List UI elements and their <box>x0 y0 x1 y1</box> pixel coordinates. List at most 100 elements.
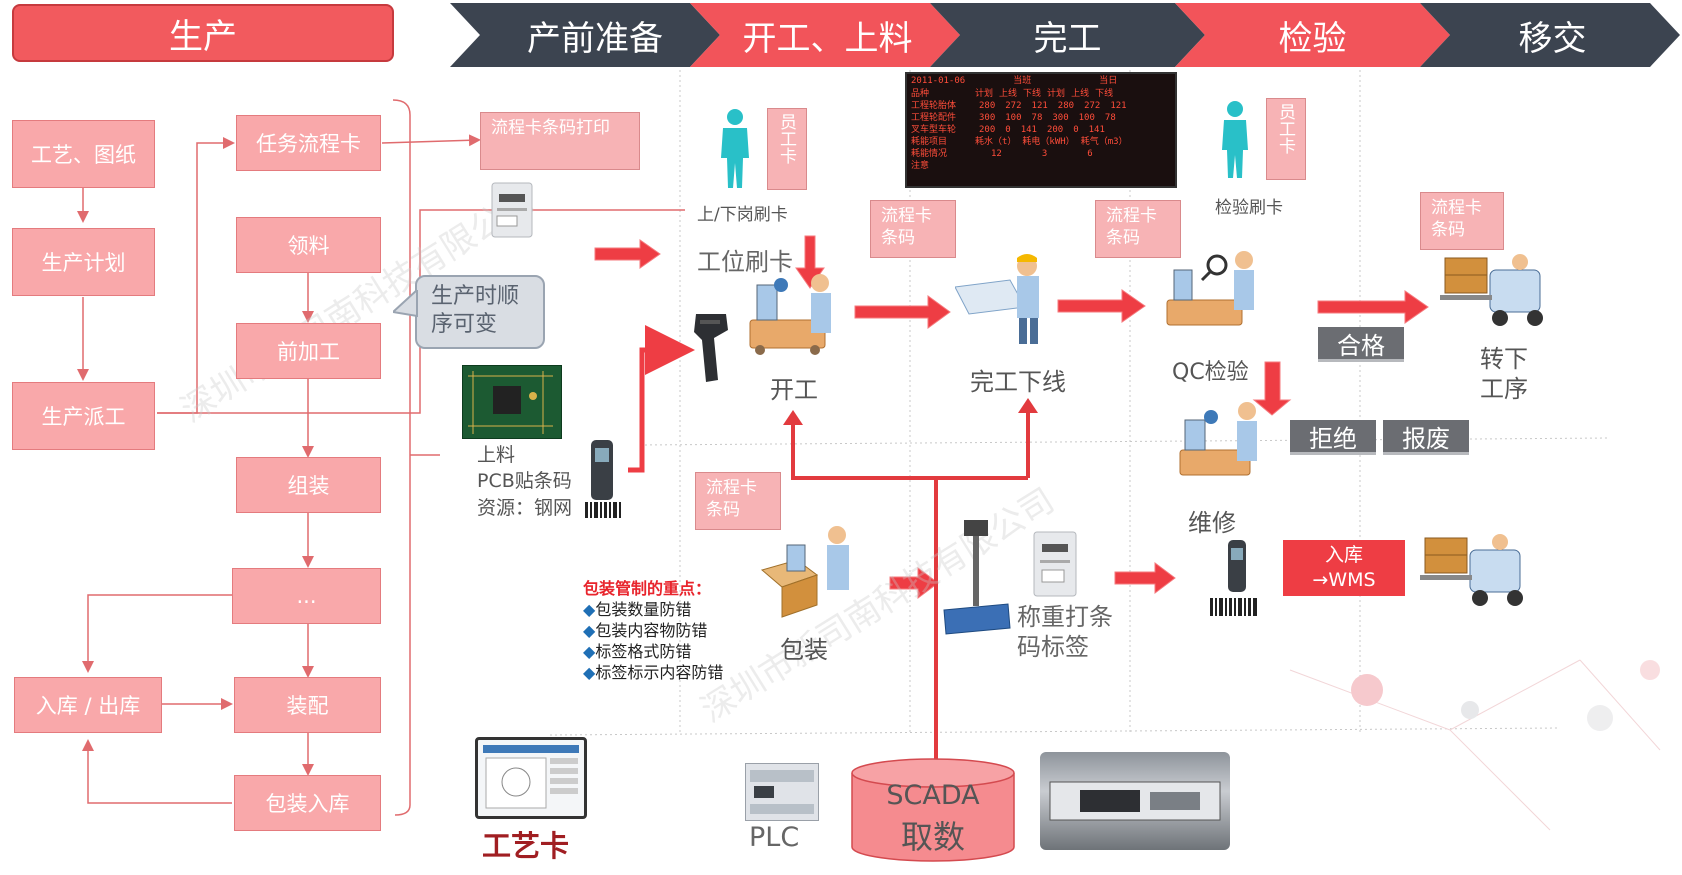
board-r2-c0: 叉车型车轮 <box>911 125 957 135</box>
block-arrows <box>594 235 1429 599</box>
board-energy-label: 耗能项目 <box>911 137 948 147</box>
dispatch-label: 生产派工 <box>41 405 126 429</box>
repair-station-icon <box>1175 395 1270 490</box>
stage-inspect-label: 检验 <box>1278 18 1347 59</box>
board-sub-2: 下线 <box>1023 89 1042 99</box>
board-sub-0: 计划 <box>975 89 994 99</box>
ellipsis-box[interactable]: ... <box>232 568 381 624</box>
board-sub-4: 上线 <box>1071 89 1090 99</box>
pass-label: 合格 <box>1337 331 1385 360</box>
board-r0-c3: 121 <box>1031 101 1048 111</box>
board-r1-c2: 100 <box>1005 113 1022 123</box>
board-r1-c5: 100 <box>1078 113 1095 123</box>
employee-figure-icon <box>715 108 755 190</box>
decorative-network <box>1289 659 1661 831</box>
plc-device-icon <box>745 763 819 821</box>
process-drawings-label: 工艺、图纸 <box>31 143 136 167</box>
key-point-1: ◆包装内容物防错 <box>583 621 708 640</box>
employee-card-tag-start: 员工卡 <box>767 108 807 190</box>
to-wms-box[interactable]: 入库→WMS <box>1283 540 1405 596</box>
repair-scanner-icon <box>1210 540 1262 618</box>
inspect-swipe-label: 检验刷卡 <box>1215 198 1283 218</box>
forklift-top-icon <box>1440 250 1555 330</box>
pack-stock-box[interactable]: 包装入库 <box>234 775 381 831</box>
board-r1-c6: 78 <box>1104 113 1116 123</box>
board-r2-c1: 200 <box>979 125 996 135</box>
repair-label: 维修 <box>1188 509 1236 537</box>
production-banner: 生产 <box>12 4 394 62</box>
board-energy-status: 耗能情况 <box>911 149 948 159</box>
pack-label: 包装 <box>780 636 828 664</box>
next-process-label: 转下工序 <box>1480 345 1528 403</box>
assembly-box[interactable]: 组装 <box>236 457 381 513</box>
pre-process-box[interactable]: 前加工 <box>236 323 381 379</box>
resource-label: 资源：钢网 <box>477 497 573 519</box>
flow-card-barcode-tag-inspect: 流程卡条码 <box>1095 200 1181 258</box>
stage-prep-label: 产前准备 <box>527 18 663 59</box>
smt-machine-photo <box>1040 752 1230 850</box>
production-label: 生产 <box>169 16 237 57</box>
key-point-2: ◆标签格式防错 <box>583 642 692 661</box>
board-header-day: 当日 <box>1099 76 1118 86</box>
station-swipe-label: 工位刷卡 <box>697 248 793 276</box>
reject-button[interactable]: 拒绝 <box>1290 420 1376 455</box>
flow-card-barcode-tag-finish: 流程卡条码 <box>870 200 956 258</box>
employee-card-text-start: 员工卡 <box>776 113 796 164</box>
stage-transfer-label: 移交 <box>1518 18 1587 59</box>
board-energy-value-2: 6 <box>1087 149 1093 159</box>
task-card-box[interactable]: 任务流程卡 <box>236 115 381 171</box>
key-point-3: ◆标签标示内容防错 <box>583 663 724 682</box>
board-energy-item-0: 耗水（t） <box>975 137 1017 147</box>
key-point-0: ◆包装数量防错 <box>583 600 692 619</box>
production-plan-box[interactable]: 生产计划 <box>12 228 155 296</box>
fitting-box[interactable]: 装配 <box>234 677 381 733</box>
stage-finish-label: 完工 <box>1033 18 1102 59</box>
board-header-variety: 品种 <box>911 89 930 99</box>
board-energy-value-1: 3 <box>1041 149 1048 159</box>
pass-button[interactable]: 合格 <box>1318 327 1404 362</box>
chevron-finish <box>930 3 1205 67</box>
scada-cylinder[interactable]: SCADA 取数 <box>850 757 1016 862</box>
material-pick-label: 领料 <box>287 234 330 258</box>
board-r1-c1: 300 <box>979 113 996 123</box>
production-plan-label: 生产计划 <box>41 251 126 275</box>
inspector-figure-icon <box>1218 100 1252 180</box>
workstation-start-icon <box>745 265 845 360</box>
loading-label: 上料 <box>477 444 516 466</box>
board-r0-c5: 272 <box>1084 101 1101 111</box>
pcb-image <box>462 365 562 439</box>
board-sub-3: 计划 <box>1047 89 1066 99</box>
inout-stock-label: 入库 / 出库 <box>35 694 141 718</box>
scada-line2: 取数 <box>900 818 965 856</box>
deco-circle-1 <box>1351 674 1383 706</box>
material-pick-box[interactable]: 领料 <box>236 217 381 273</box>
qc-station-icon <box>1162 245 1262 340</box>
scrap-label: 报废 <box>1402 424 1450 453</box>
pack-stock-label: 包装入库 <box>265 792 350 816</box>
forklift-bottom-icon <box>1420 530 1535 610</box>
stage-chevrons <box>450 3 1680 67</box>
fitting-label: 装配 <box>286 694 329 718</box>
dispatch-box[interactable]: 生产派工 <box>12 382 155 450</box>
sequence-callout-text: 生产时顺序可变 <box>431 284 520 337</box>
process-drawings-box[interactable]: 工艺、图纸 <box>12 120 155 188</box>
inout-stock-box[interactable]: 入库 / 出库 <box>14 677 162 733</box>
pre-process-label: 前加工 <box>277 340 340 364</box>
sequence-callout: 生产时顺序可变 <box>415 275 545 349</box>
process-card-screen <box>475 737 587 819</box>
process-stage-header: 生产 产前准备 开工、上料 完工 检验 移交 <box>0 0 1682 70</box>
ellipsis-label: ... <box>296 584 317 608</box>
employee-card-tag-inspect: 员工卡 <box>1266 98 1306 180</box>
drawing-worker-icon <box>954 252 1055 347</box>
board-sub-5: 下线 <box>1095 89 1114 99</box>
board-r2-c2: 0 <box>1005 125 1011 135</box>
board-r2-c6: 141 <box>1088 125 1105 135</box>
handheld-scanner-icon <box>585 440 625 520</box>
scada-arrow-start <box>783 410 803 425</box>
weigh-print-label: 称重打条码标签 <box>1017 603 1113 661</box>
chevron-inspect <box>1175 3 1450 67</box>
board-r1-c0: 工程轮配件 <box>911 113 957 123</box>
board-r2-c3: 141 <box>1020 125 1037 135</box>
scrap-button[interactable]: 报废 <box>1383 420 1469 455</box>
board-energy-item-1: 耗电（kWH） <box>1022 137 1075 147</box>
